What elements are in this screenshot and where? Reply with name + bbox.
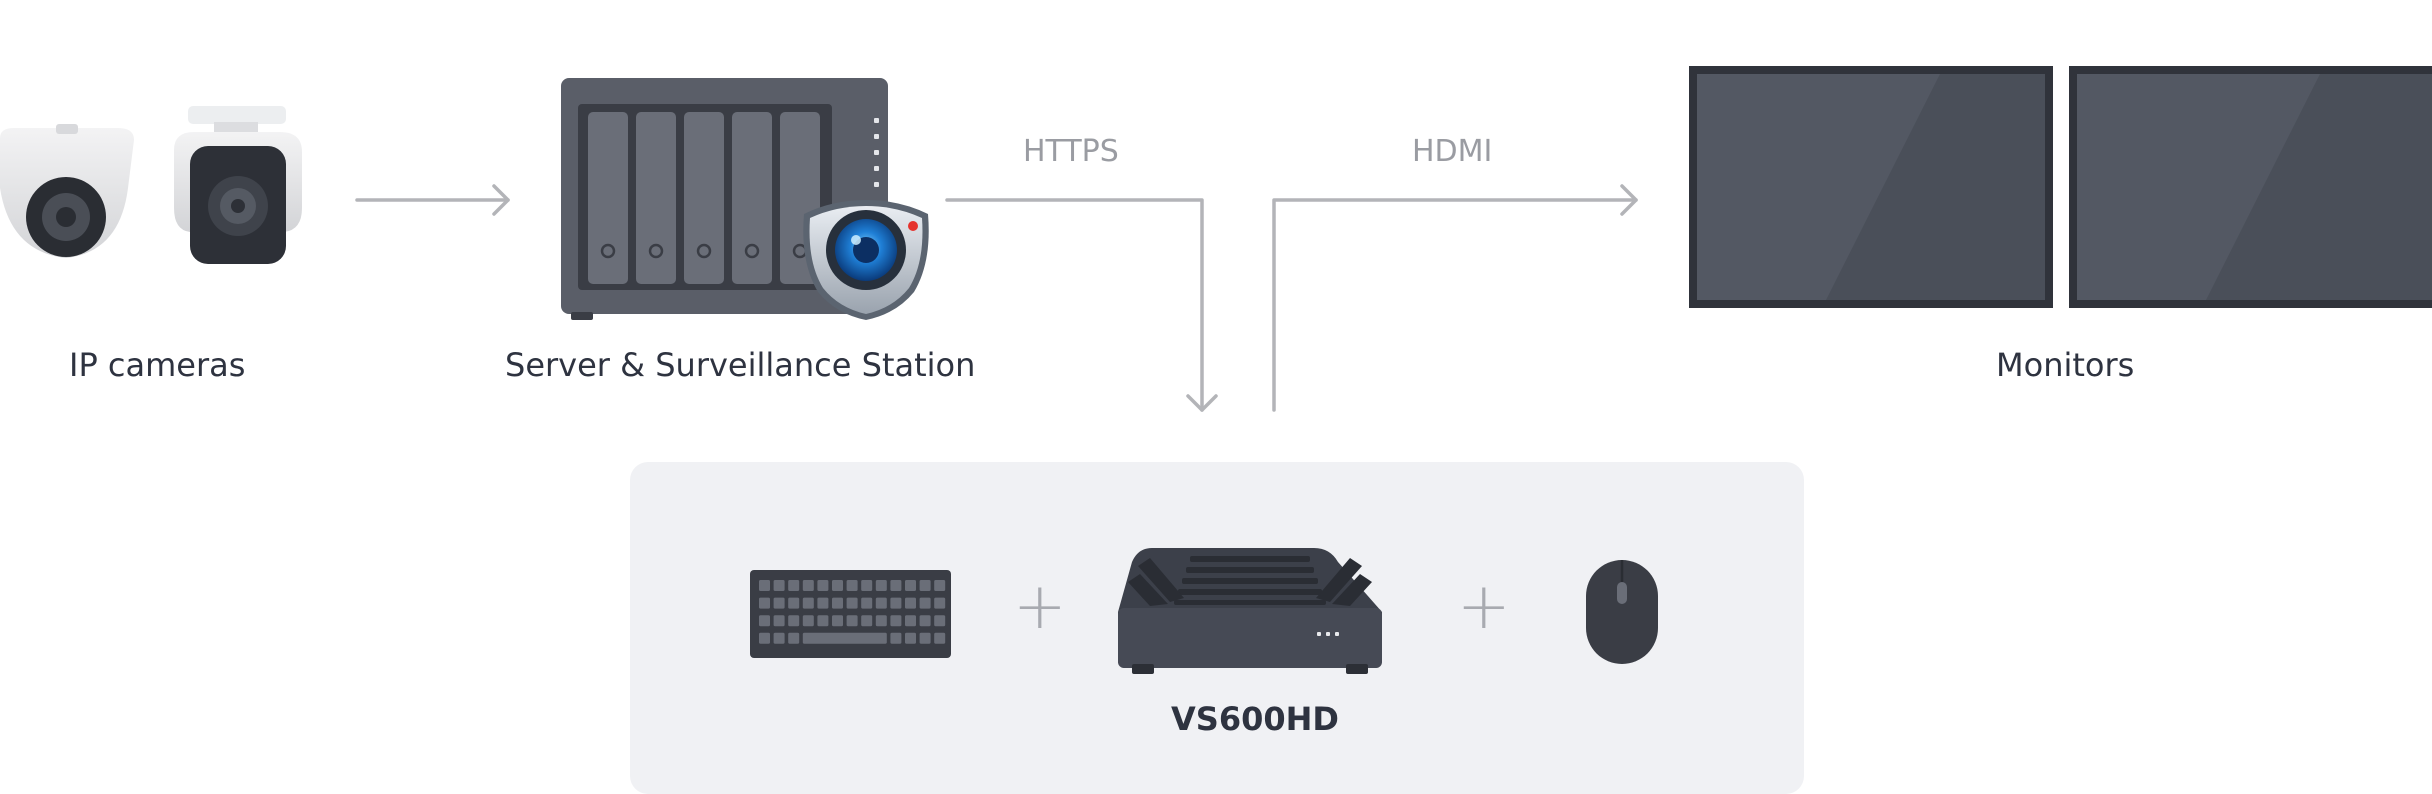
monitor-right-icon bbox=[2069, 66, 2432, 308]
dome-camera-icon bbox=[0, 124, 134, 258]
keyboard-key bbox=[905, 580, 916, 591]
keyboard-key bbox=[934, 597, 946, 609]
keyboard-key bbox=[934, 632, 946, 644]
keyboard-key bbox=[788, 580, 800, 591]
label-server-surveillance-station: Server & Surveillance Station bbox=[505, 346, 976, 384]
keyboard-key bbox=[919, 580, 931, 591]
monitor-left-icon bbox=[1689, 66, 2053, 308]
keyboard-key bbox=[919, 615, 931, 627]
label-monitors: Monitors bbox=[1996, 346, 2135, 384]
keyboard-key bbox=[788, 632, 800, 644]
keyboard-key bbox=[875, 615, 887, 627]
keyboard-key bbox=[875, 597, 887, 609]
keyboard-key bbox=[773, 597, 785, 609]
keyboard-key bbox=[802, 597, 814, 609]
keyboard-key bbox=[890, 615, 902, 627]
keyboard-key bbox=[817, 580, 829, 591]
keyboard-key bbox=[817, 615, 829, 627]
nas-server-icon bbox=[561, 78, 888, 320]
keyboard-key bbox=[846, 615, 858, 627]
keyboard-key bbox=[832, 615, 843, 627]
keyboard-key bbox=[934, 615, 946, 627]
keyboard-key bbox=[890, 580, 902, 591]
arrow-vs600hd-to-monitors bbox=[1272, 184, 1638, 412]
keyboard-key bbox=[817, 597, 829, 609]
keyboard-key bbox=[861, 580, 873, 591]
keyboard-key bbox=[846, 580, 858, 591]
keyboard-key bbox=[773, 632, 785, 644]
keyboard-spacebar bbox=[802, 632, 887, 644]
keyboard-key bbox=[919, 597, 931, 609]
keyboard-key bbox=[905, 632, 916, 644]
surveillance-station-shield-icon bbox=[803, 200, 929, 320]
keyboard-key bbox=[890, 632, 902, 644]
keyboard-key bbox=[846, 597, 858, 609]
bullet-camera-icon bbox=[174, 106, 302, 264]
keyboard-key bbox=[788, 615, 800, 627]
keyboard-key bbox=[875, 580, 887, 591]
keyboard-key bbox=[861, 597, 873, 609]
keyboard-key bbox=[832, 580, 843, 591]
keyboard-key bbox=[788, 597, 800, 609]
keyboard-key bbox=[802, 615, 814, 627]
keyboard-key bbox=[905, 615, 916, 627]
plus-sign-left: + bbox=[1013, 570, 1067, 644]
mouse-icon bbox=[1586, 560, 1658, 664]
keyboard-key bbox=[759, 632, 770, 644]
keyboard-key bbox=[861, 615, 873, 627]
plus-sign-right: + bbox=[1457, 570, 1511, 644]
keyboard-key bbox=[759, 597, 770, 609]
keyboard-key bbox=[773, 580, 785, 591]
arrow-cameras-to-server bbox=[355, 184, 510, 216]
label-ip-cameras: IP cameras bbox=[69, 346, 246, 384]
keyboard-key bbox=[759, 580, 770, 591]
keyboard-key bbox=[934, 580, 946, 591]
arrow-server-to-vs600hd bbox=[945, 198, 1218, 412]
label-vs600hd: VS600HD bbox=[1171, 700, 1339, 738]
label-https: HTTPS bbox=[1023, 134, 1119, 169]
keyboard-key bbox=[802, 580, 814, 591]
keyboard-key bbox=[890, 597, 902, 609]
keyboard-key bbox=[759, 615, 770, 627]
vs600hd-device-icon bbox=[1118, 548, 1382, 674]
keyboard-key bbox=[773, 615, 785, 627]
keyboard-icon bbox=[750, 570, 951, 658]
keyboard-key bbox=[832, 597, 843, 609]
keyboard-key bbox=[905, 597, 916, 609]
label-hdmi: HDMI bbox=[1412, 134, 1493, 169]
keyboard-key bbox=[919, 632, 931, 644]
